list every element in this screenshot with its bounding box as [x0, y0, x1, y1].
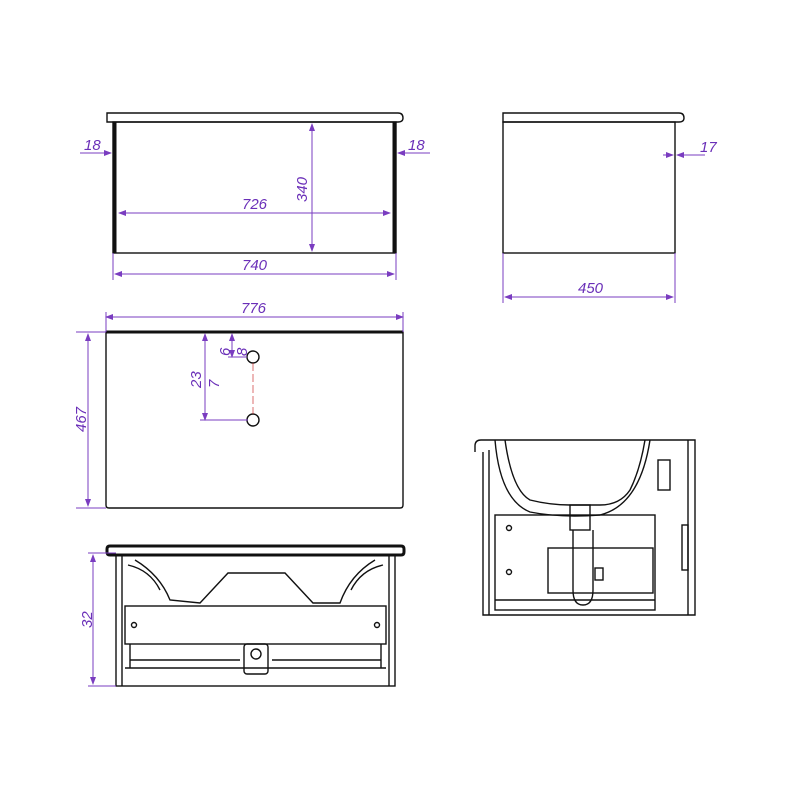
dim-front-inner-width: 726 [242, 196, 268, 213]
dim-side-depth: 450 [578, 280, 604, 297]
drain-hole [246, 413, 260, 427]
dim-hole-distance-a: 23 [188, 371, 205, 389]
side-view: 17 450 [502, 112, 717, 303]
dim-bottom-height: 32 [79, 611, 96, 628]
dim-front-side-right: 18 [408, 137, 425, 154]
front-section-view: 32 [79, 544, 406, 687]
dim-front-outer-width: 740 [242, 257, 268, 274]
dim-hole-offset-b: 8 [234, 347, 251, 356]
front-view: 18 18 726 340 740 [80, 112, 430, 280]
dim-top-width: 776 [241, 300, 267, 317]
dim-side-panel: 17 [700, 139, 717, 156]
dim-top-depth: 467 [73, 406, 90, 432]
dim-hole-distance-b: 7 [206, 379, 223, 388]
dim-front-side-left: 18 [84, 137, 101, 154]
dim-front-height: 340 [294, 176, 311, 202]
dim-hole-offset-a: 6 [217, 347, 234, 356]
side-section-view [474, 439, 696, 616]
top-view: 776 467 6 8 23 7 [73, 300, 404, 509]
